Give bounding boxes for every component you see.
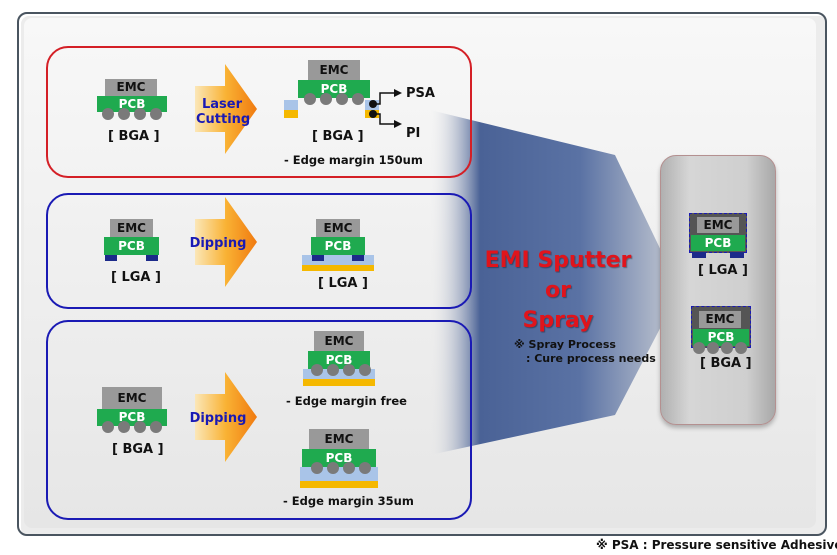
emc-block: EMC [308,60,360,80]
emc-block: EMC [309,429,369,449]
solder-ball [118,421,130,433]
process-arrow [195,197,257,287]
lga-pad [146,255,158,261]
bga-package-shielded: EMC PCB [691,306,751,354]
process-arrow [195,64,257,154]
solder-ball [150,108,162,120]
lga-pad [105,255,117,261]
pcb-block: PCB [298,80,370,98]
emc-block: EMC [316,219,360,237]
result-package-label: [ LGA ] [698,263,748,278]
dipping-bga-panel [46,320,472,520]
title-line2: or [545,278,571,303]
process-label-line2: Cutting [196,112,251,127]
bga-package-dipped-edge-free: EMC PCB [303,331,375,386]
emc-block: EMC [102,387,162,409]
pi-layer [302,265,374,271]
solder-ball [304,93,316,105]
input-package-label: [ BGA ] [112,442,164,457]
edge-margin-note: - Edge margin 35um [283,494,414,508]
emc-block: EMC [314,331,364,351]
solder-ball [311,462,323,474]
solder-ball [343,364,355,376]
solder-ball [118,108,130,120]
lga-package-input: EMC PCB [104,219,159,262]
title-line3: Spray [522,308,594,333]
callout-lines [369,89,402,128]
bga-package-laser-cut: EMC PCB [284,60,379,120]
solder-ball [134,108,146,120]
solder-ball [327,462,339,474]
edge-margin-note: - Edge margin free [286,394,407,408]
lga-pad [730,252,744,258]
solder-ball [721,342,733,354]
solder-ball [327,364,339,376]
output-package-label: [ LGA ] [318,276,368,291]
emi-process-title: EMI Sputter or Spray [478,246,638,336]
result-package-label: [ BGA ] [700,356,752,371]
psa-layer [302,255,374,265]
pcb-block: PCB [693,329,749,346]
pcb-block: PCB [97,409,167,426]
emi-process-beam [430,110,680,455]
lga-package-shielded: EMC PCB [689,213,747,259]
lga-pad [312,255,324,261]
bga-package-input: EMC PCB [97,387,167,433]
psa-footnote: ※ PSA : Pressure sensitive Adhesive [596,538,837,552]
solder-ball [102,108,114,120]
pi-layer [300,481,378,488]
solder-ball [102,421,114,433]
spray-note-line1: ※ Spray Process [514,338,616,351]
solder-ball [359,364,371,376]
process-label-dipping: Dipping [189,411,247,426]
solder-ball [735,342,747,354]
solder-ball [707,342,719,354]
pcb-block: PCB [691,235,745,251]
lga-pad [692,252,706,258]
process-label-laser-cutting: Laser Cutting [196,97,251,127]
solder-ball [134,421,146,433]
solder-ball [352,93,364,105]
psa-layer [284,100,298,110]
shielded-output-container [660,155,776,425]
output-package-label: [ BGA ] [312,129,364,144]
pcb-block: PCB [308,351,370,369]
input-package-label: [ BGA ] [108,129,160,144]
emc-block: EMC [110,219,153,237]
callout-pi: PI [406,126,421,141]
process-label-dipping: Dipping [189,236,247,251]
edge-margin-note: - Edge margin 150um [284,153,423,167]
lga-package-dipped: EMC PCB [302,219,374,271]
solder-ball [336,93,348,105]
title-line1: EMI Sputter [484,248,632,273]
emc-block: EMC [697,217,739,233]
emc-block: EMC [699,311,741,328]
pi-layer [284,110,298,118]
laser-cutting-bga-panel [46,46,472,178]
input-package-label: [ LGA ] [111,270,161,285]
process-label-line1: Laser [201,97,243,112]
pcb-block: PCB [311,237,365,255]
pcb-block: PCB [97,96,167,112]
pi-layer [303,379,375,386]
process-arrow [195,372,257,462]
solder-ball [359,462,371,474]
solder-ball [311,364,323,376]
bga-package-dipped-edge-35um: EMC PCB [300,429,378,489]
pcb-block: PCB [104,237,159,255]
lga-pad [352,255,364,261]
dipping-lga-panel [46,193,472,309]
emc-block: EMC [105,79,157,96]
solder-ball [343,462,355,474]
callout-psa: PSA [406,86,435,101]
bga-package-input: EMC PCB [97,79,167,120]
spray-note-line2: : Cure process needs [526,352,656,365]
psa-layer [303,369,375,379]
solder-ball [320,93,332,105]
solder-ball [693,342,705,354]
solder-ball [150,421,162,433]
